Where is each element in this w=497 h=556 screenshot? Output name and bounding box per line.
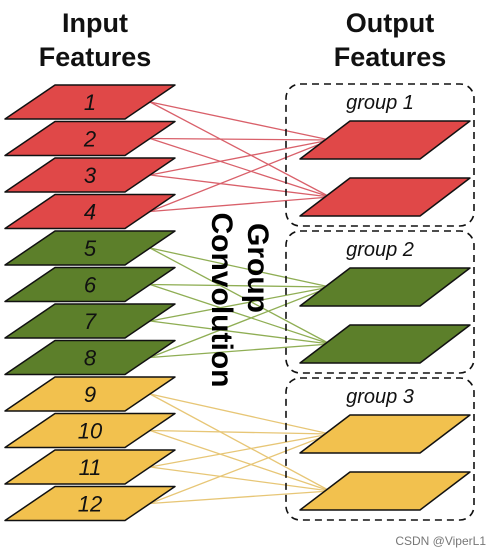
input-feature-label-7: 7 bbox=[84, 309, 97, 334]
connection-9-g3-1 bbox=[149, 393, 331, 435]
group-label-2: group 2 bbox=[346, 239, 414, 261]
group-label-3: group 3 bbox=[346, 386, 414, 408]
operation-label-line2: Convolution bbox=[205, 213, 238, 388]
input-feature-6 bbox=[4, 266, 176, 303]
input-feature-5 bbox=[4, 230, 176, 266]
connection-11-g3-1 bbox=[149, 433, 331, 468]
input-feature-7 bbox=[4, 303, 176, 339]
operation-label-line1: Group bbox=[241, 223, 274, 313]
output-feature-g3-1 bbox=[299, 414, 471, 454]
input-feature-4 bbox=[4, 193, 176, 230]
connection-5-g2-1 bbox=[149, 247, 331, 288]
input-feature-12 bbox=[4, 485, 176, 522]
connection-3-g1-1 bbox=[149, 139, 331, 176]
connection-5-g2-2 bbox=[149, 247, 331, 345]
input-feature-label-2: 2 bbox=[83, 127, 96, 152]
connection-3-g1-2 bbox=[149, 174, 331, 198]
connection-10-g3-1 bbox=[149, 429, 331, 435]
input-feature-label-4: 4 bbox=[84, 200, 96, 225]
input-feature-3 bbox=[4, 157, 176, 193]
input-feature-9 bbox=[4, 376, 176, 412]
connection-7-g2-2 bbox=[149, 320, 331, 345]
connection-12-g3-1 bbox=[149, 433, 331, 505]
input-heading-line2: Features bbox=[39, 42, 152, 72]
input-feature-label-9: 9 bbox=[84, 382, 96, 407]
group-box-3 bbox=[285, 377, 475, 521]
connection-9-g3-2 bbox=[149, 393, 331, 492]
output-heading-line2: Features bbox=[334, 42, 447, 72]
connection-2-g1-2 bbox=[149, 137, 331, 198]
connection-4-g1-2 bbox=[149, 196, 331, 213]
input-feature-label-3: 3 bbox=[84, 163, 97, 188]
connection-8-g2-2 bbox=[149, 343, 331, 359]
group-box-1 bbox=[285, 83, 475, 227]
connection-8-g2-1 bbox=[149, 286, 331, 359]
output-feature-g2-2 bbox=[299, 324, 471, 364]
connection-6-g2-2 bbox=[149, 283, 331, 345]
input-feature-label-11: 11 bbox=[79, 455, 102, 480]
input-feature-2 bbox=[4, 120, 176, 157]
connection-4-g1-1 bbox=[149, 139, 331, 213]
connection-1-g1-2 bbox=[149, 101, 331, 198]
input-feature-1 bbox=[4, 84, 176, 120]
connection-6-g2-1 bbox=[149, 283, 331, 288]
watermark: CSDN @ViperL1 bbox=[395, 534, 486, 548]
input-feature-label-6: 6 bbox=[84, 273, 97, 298]
connection-12-g3-2 bbox=[149, 490, 331, 505]
connection-7-g2-1 bbox=[149, 286, 331, 322]
output-heading-line1: Output bbox=[346, 8, 434, 38]
connection-lines bbox=[149, 101, 331, 505]
input-feature-label-5: 5 bbox=[84, 236, 97, 261]
output-feature-g3-2 bbox=[299, 471, 471, 511]
connection-2-g1-1 bbox=[149, 137, 331, 141]
output-feature-g2-1 bbox=[299, 267, 471, 307]
input-feature-label-8: 8 bbox=[84, 346, 97, 371]
input-feature-8 bbox=[4, 339, 176, 376]
input-feature-11 bbox=[4, 449, 176, 485]
input-feature-10 bbox=[4, 412, 176, 449]
output-feature-g1-1 bbox=[299, 120, 471, 160]
group-box-2 bbox=[285, 230, 475, 374]
connection-10-g3-2 bbox=[149, 429, 331, 492]
group-label-1: group 1 bbox=[346, 92, 414, 114]
group-boxes: group 1 group 2 group 3 bbox=[285, 83, 475, 521]
input-feature-label-10: 10 bbox=[78, 419, 103, 444]
connection-1-g1-1 bbox=[149, 101, 331, 141]
operation-label: Group Convolution bbox=[205, 213, 274, 388]
connection-11-g3-2 bbox=[149, 466, 331, 492]
input-feature-label-1: 1 bbox=[84, 90, 96, 115]
output-feature-g1-2 bbox=[299, 177, 471, 217]
output-features bbox=[299, 120, 471, 511]
input-heading-line1: Input bbox=[62, 8, 128, 38]
input-feature-label-12: 12 bbox=[78, 492, 102, 517]
